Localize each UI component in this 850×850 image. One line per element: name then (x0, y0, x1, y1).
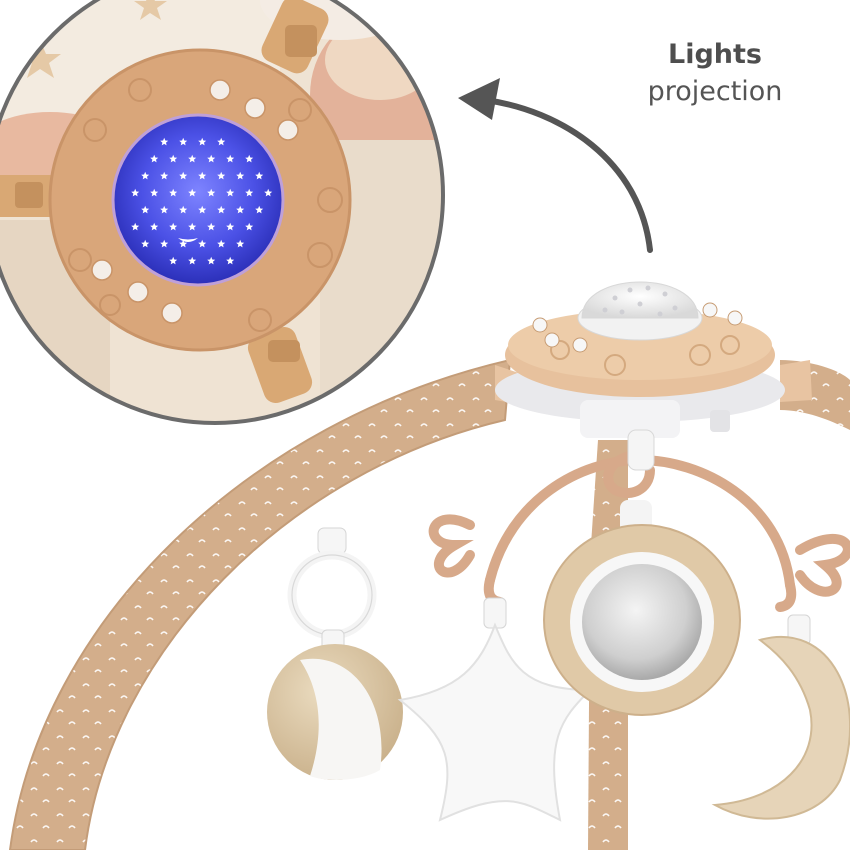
projected-star (169, 188, 178, 197)
projected-star (131, 188, 140, 197)
projector-closeup-inset (0, 0, 443, 423)
device-button (161, 302, 183, 324)
device-button (209, 79, 231, 101)
projected-star (207, 222, 216, 231)
mirror-toy (543, 500, 741, 716)
projected-star (207, 256, 216, 265)
projected-star (160, 205, 169, 214)
projected-star (188, 256, 197, 265)
projected-star (141, 239, 150, 248)
projected-star (198, 137, 207, 146)
gym-arch-left (8, 358, 512, 850)
plush-moon-toy (711, 614, 850, 820)
plush-ball-toy (267, 644, 403, 780)
projected-star (245, 154, 254, 163)
projected-star (245, 222, 254, 231)
projected-star (217, 137, 226, 146)
projected-star (236, 171, 245, 180)
projected-star (141, 205, 150, 214)
device-button (127, 281, 149, 303)
projected-star (179, 205, 188, 214)
projected-star (169, 154, 178, 163)
projected-star (236, 239, 245, 248)
projected-star (217, 205, 226, 214)
projected-star (160, 171, 169, 180)
projector-dome (581, 281, 699, 319)
projector-unit (495, 281, 812, 438)
projected-star (198, 171, 207, 180)
projected-star (236, 205, 245, 214)
projected-star (179, 137, 188, 146)
projected-star (141, 171, 150, 180)
projected-star (188, 188, 197, 197)
projected-star (150, 154, 159, 163)
feature-caption: Lights projection (600, 36, 830, 110)
mirror-surface (582, 564, 702, 680)
device-button (277, 119, 299, 141)
star-pattern (131, 137, 273, 265)
projected-star (188, 154, 197, 163)
projected-star (131, 222, 140, 231)
plush-star-toy (397, 597, 593, 822)
projected-star (226, 256, 235, 265)
projected-star (207, 188, 216, 197)
projected-star (264, 188, 273, 197)
ring-rattle (287, 527, 377, 661)
projected-star (217, 171, 226, 180)
projected-star (226, 154, 235, 163)
projected-star (198, 239, 207, 248)
projected-star (226, 222, 235, 231)
projected-star (226, 188, 235, 197)
projected-star (179, 239, 188, 248)
projected-star (160, 239, 169, 248)
projected-star (217, 239, 226, 248)
projected-star (169, 222, 178, 231)
projected-star (150, 188, 159, 197)
arrow-icon (458, 78, 653, 253)
projected-star (150, 222, 159, 231)
projected-star (188, 222, 197, 231)
projected-star (255, 171, 264, 180)
projected-star (198, 205, 207, 214)
caption-title: Lights (668, 39, 762, 70)
projected-star (255, 205, 264, 214)
projected-star (207, 154, 216, 163)
projected-star (160, 137, 169, 146)
projected-star (179, 171, 188, 180)
projected-star (169, 256, 178, 265)
caption-subtitle: projection (647, 76, 783, 107)
projected-star (245, 188, 254, 197)
device-button (244, 97, 266, 119)
device-button (91, 259, 113, 281)
